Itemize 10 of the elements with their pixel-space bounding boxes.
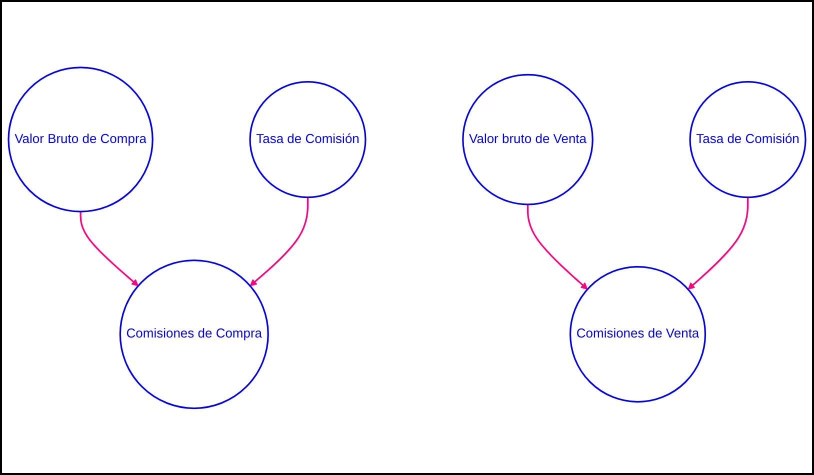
node-circle: Comisiones de Compra: [119, 259, 269, 409]
node-circle: Valor Bruto de Compra: [8, 66, 154, 212]
arrow: [688, 196, 749, 290]
node-circle: Comisiones de Venta: [569, 266, 706, 402]
node-circle: Tasa de Comisión: [689, 80, 806, 198]
node-circle: Tasa de Comisión: [249, 80, 366, 198]
arrow: [250, 196, 309, 286]
arrow: [526, 204, 588, 290]
arrow: [80, 211, 139, 286]
node-circle: Valor bruto de Venta: [462, 74, 594, 205]
